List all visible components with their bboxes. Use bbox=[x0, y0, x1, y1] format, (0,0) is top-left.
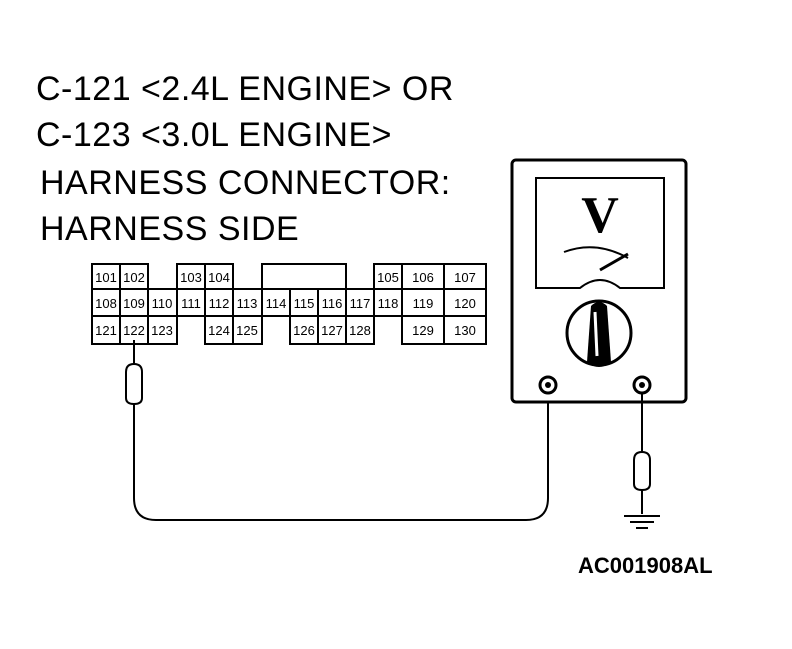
pin-label: 104 bbox=[208, 270, 230, 285]
dial-knob-icon bbox=[587, 302, 611, 367]
title-line-3: HARNESS CONNECTOR: bbox=[40, 164, 451, 202]
pin-label: 116 bbox=[322, 296, 343, 311]
pin-label: 124 bbox=[208, 323, 230, 338]
test-lead-wire bbox=[133, 390, 549, 521]
pin-label: 122 bbox=[123, 323, 145, 338]
meter-display bbox=[535, 177, 665, 289]
pin-label: 105 bbox=[377, 270, 399, 285]
pin-label: 106 bbox=[412, 270, 434, 285]
pin-label: 126 bbox=[293, 323, 315, 338]
pin-label: 121 bbox=[95, 323, 117, 338]
pin-label: 120 bbox=[454, 296, 476, 311]
pin-label: 103 bbox=[180, 270, 202, 285]
pin-125-cell bbox=[232, 315, 263, 345]
meter-needle bbox=[599, 252, 629, 272]
pin-123-cell bbox=[147, 315, 178, 345]
pin-label: 125 bbox=[236, 323, 258, 338]
pin-label: 109 bbox=[123, 296, 145, 311]
ground-icon bbox=[624, 515, 660, 529]
pin-label: 118 bbox=[378, 296, 399, 311]
pin-label: 107 bbox=[454, 270, 476, 285]
meter-scale-arc bbox=[563, 246, 629, 259]
pin-label: 115 bbox=[294, 296, 315, 311]
pin-label: 113 bbox=[237, 296, 258, 311]
pin-label: 110 bbox=[152, 296, 173, 311]
pin-128-cell bbox=[345, 315, 375, 345]
pin-label: 111 bbox=[181, 296, 201, 311]
pin-label: 114 bbox=[266, 296, 287, 311]
pin-label: 108 bbox=[95, 296, 117, 311]
pin-label: 102 bbox=[123, 270, 145, 285]
figure-reference-id: AC001908AL bbox=[578, 553, 713, 578]
pin-label: 128 bbox=[349, 323, 371, 338]
pin-label: 112 bbox=[209, 296, 230, 311]
pin-label: 117 bbox=[350, 296, 371, 311]
harness-connector: 101 102 103 104 105 106 107 108 109 110 … bbox=[91, 263, 487, 345]
probe-pin-122 bbox=[125, 340, 143, 406]
pin-130-cell bbox=[443, 315, 487, 345]
pin-label: 127 bbox=[321, 323, 343, 338]
pin-label: 119 bbox=[413, 296, 434, 311]
pin-label: 130 bbox=[454, 323, 476, 338]
voltmeter: V bbox=[510, 158, 688, 404]
title-line-4: HARNESS SIDE bbox=[40, 210, 300, 248]
connector-key bbox=[261, 263, 347, 289]
title-line-1: C-121 <2.4L ENGINE> OR bbox=[36, 70, 454, 108]
ground-lead bbox=[633, 393, 651, 514]
volt-symbol: V bbox=[581, 187, 619, 244]
title-line-2: C-123 <3.0L ENGINE> bbox=[36, 116, 392, 154]
pin-label: 101 bbox=[95, 270, 117, 285]
pin-label: 123 bbox=[151, 323, 173, 338]
pin-label: 129 bbox=[412, 323, 434, 338]
